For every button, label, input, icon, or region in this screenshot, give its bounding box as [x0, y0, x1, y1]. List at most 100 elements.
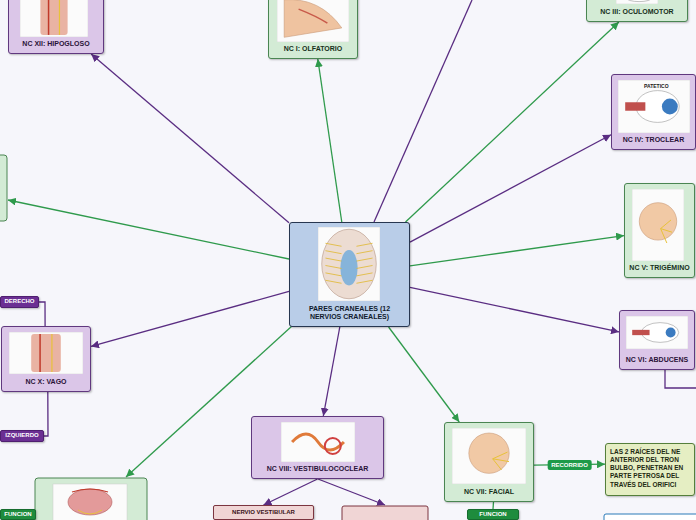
vessel-illustration [48, 0, 50, 35]
node-illustration [277, 0, 349, 42]
connector [44, 392, 48, 436]
neck-illustration [40, 0, 67, 35]
nerve-illustration [356, 265, 372, 268]
brain-shape [322, 229, 377, 299]
node-illustration [616, 0, 658, 4]
head-illustration [639, 203, 676, 240]
node-illustration [626, 316, 688, 349]
illustration-frame [452, 428, 526, 484]
illustration-frame [318, 227, 380, 301]
branch-line [318, 479, 385, 505]
tab-label: DERECHO [4, 298, 34, 306]
connector [410, 236, 624, 266]
connector [39, 302, 45, 326]
branch-line [374, 0, 472, 222]
tab-label: NERVIO VESTIBULAR [232, 509, 295, 517]
central-topic: PARES CRANEALES (12 NERVIOS CRANEALES) [289, 222, 410, 327]
cochlea-illustration [325, 438, 341, 454]
node-illustration [632, 189, 684, 261]
node-illustration [281, 422, 355, 462]
ear-illustration [292, 434, 344, 450]
brainstem-shape [340, 250, 357, 286]
nerve-box: NC VIII: VESTIBULOCOCLEAR [251, 416, 384, 479]
connector [410, 287, 619, 332]
branch-line [8, 200, 289, 259]
connector [91, 54, 289, 223]
nerve-illustration [325, 280, 341, 283]
nerve-illustration [325, 273, 341, 276]
nerve-illustration [72, 489, 108, 492]
illustration-frame [277, 0, 349, 42]
nerve-box: NC V: TRIGÉMINO [624, 183, 695, 278]
connector [492, 502, 494, 509]
tab-label: FUNCION [4, 511, 31, 519]
connector [410, 135, 611, 242]
connector [389, 327, 460, 422]
nerve-illustration [78, 510, 102, 514]
node-title: NC V: TRIGÉMINO [629, 264, 689, 273]
side-tab: IZQUIERDO [0, 430, 44, 442]
nerve-illustration [59, 0, 60, 35]
node-illustration [318, 227, 380, 301]
nerve-box: NC I: OLFATORIO [268, 0, 358, 59]
eye-illustration [627, 0, 652, 2]
nerve-box: NC XII: HIPOGLOSO [8, 0, 104, 54]
tab-label: FUNCION [479, 511, 506, 519]
nerve-box: NC III: OCULOMOTOR [586, 0, 688, 22]
nerve-illustration [356, 243, 372, 246]
nerve-illustration [51, 334, 52, 372]
branch-line [665, 370, 696, 388]
cut-node-box [604, 514, 696, 520]
cut-node-box [0, 155, 7, 221]
subnerve-box: NERVIO VESTIBULAR [213, 505, 314, 520]
connector [323, 327, 339, 416]
iris-illustration [662, 99, 678, 115]
node-illustration [452, 428, 526, 484]
nerve-illustration [325, 265, 341, 268]
nose-illustration [284, 0, 342, 37]
illustration-frame [53, 484, 127, 520]
nerve-illustration [661, 220, 672, 243]
node-title: NC VIII: VESTIBULOCOCLEAR [267, 465, 369, 474]
node-title: NC VII: FACIAL [464, 488, 514, 497]
connector [406, 22, 619, 222]
nerve-illustration [356, 251, 372, 254]
illustration-frame [618, 80, 690, 133]
tab-label: IZQUIERDO [5, 432, 38, 440]
nerve-illustration [356, 280, 372, 283]
node-title: NC IV: TROCLEAR [623, 136, 684, 145]
nerve-box: NC VI: ABDUCENS [619, 310, 695, 370]
nerve-box: NC X: VAGO [1, 326, 91, 392]
node-title: NC XII: HIPOGLOSO [22, 40, 89, 49]
vessel-illustration [39, 334, 41, 372]
illustration-frame [632, 189, 684, 261]
cut-node-box [342, 506, 428, 520]
connector [318, 59, 342, 222]
nerve-illustration [325, 258, 341, 261]
nerve-illustration [493, 452, 509, 470]
nerve-illustration [325, 243, 341, 246]
node-illustration [20, 0, 88, 37]
node-title: NC I: OLFATORIO [284, 45, 342, 54]
nerve-illustration [356, 258, 372, 261]
nerve-illustration [325, 251, 341, 254]
connector [534, 464, 605, 465]
node-title: LAS 2 RAÍCES DEL NE ANTERIOR DEL TRON BU… [610, 448, 690, 489]
connector [91, 291, 289, 346]
tongue-illustration [68, 489, 112, 515]
cut-node-box [35, 478, 147, 520]
nerve-box: NC IV: TROCLEAR [611, 74, 696, 150]
function-tab: FUNCION [467, 509, 519, 520]
illustration-frame [9, 332, 83, 374]
node-illustration [9, 332, 83, 374]
connector [264, 479, 318, 505]
muscle-illustration [625, 102, 645, 110]
neck-illustration [31, 334, 61, 372]
note-box: LAS 2 RAÍCES DEL NE ANTERIOR DEL TRON BU… [605, 443, 695, 496]
head-illustration [469, 433, 509, 473]
node-title: PARES CRANEALES (12 NERVIOS CRANEALES) [294, 305, 405, 323]
side-tab: DERECHO [0, 296, 39, 308]
node-illustration [618, 80, 690, 133]
